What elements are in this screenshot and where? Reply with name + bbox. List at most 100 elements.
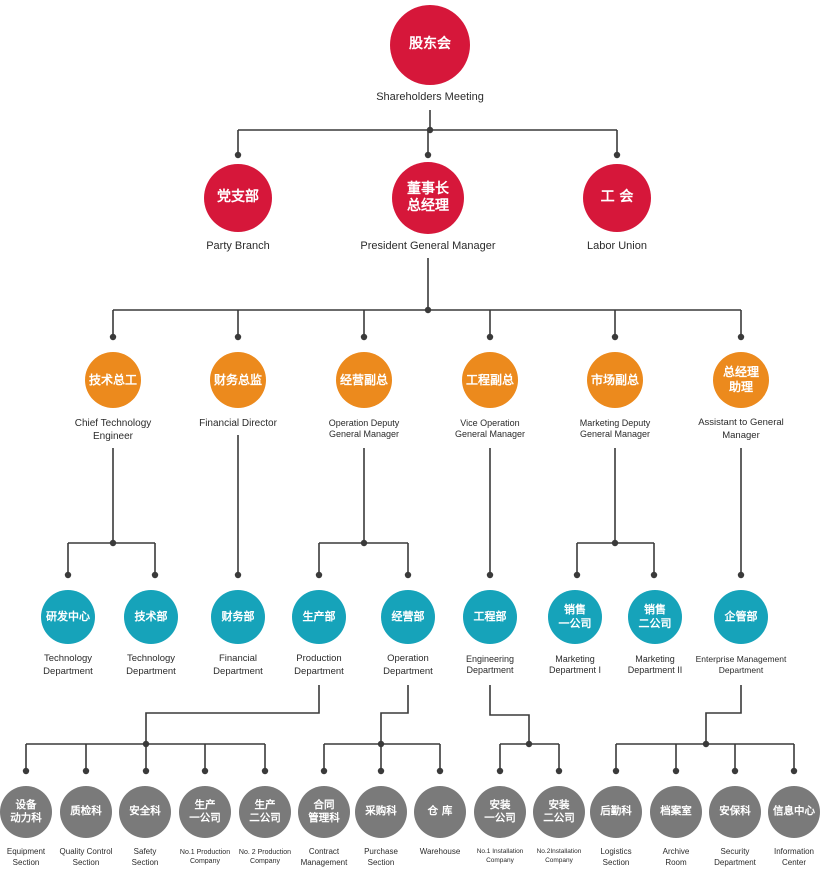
connector-dot — [377, 740, 385, 748]
node-enterprise-mgmt: 企管部 — [714, 590, 768, 644]
node-safety: 安全科 — [119, 786, 171, 838]
label-president: President General Manager — [360, 240, 496, 253]
node-contract: 合同 管理科 — [298, 786, 350, 838]
label-info-center: Information Center — [773, 847, 815, 867]
label-financial-director: Financial Director — [199, 418, 277, 429]
connector-dot — [486, 333, 494, 341]
connector-dot — [612, 767, 620, 775]
connector-dot — [496, 767, 504, 775]
connector-dot — [737, 571, 745, 579]
label-assistant-gm: Assistant to General Manager — [698, 417, 784, 441]
node-purchase: 采购科 — [355, 786, 407, 838]
label-party-branch: Party Branch — [206, 240, 270, 253]
node-production-dept: 生产部 — [292, 590, 346, 644]
node-rd-center: 研发中心 — [41, 590, 95, 644]
connector-dot — [109, 539, 117, 547]
label-purchase: Purchase Section — [364, 847, 398, 867]
connector-line — [489, 685, 530, 744]
node-quality: 质检科 — [60, 786, 112, 838]
connector-line — [145, 685, 320, 744]
connector-dot — [424, 151, 432, 159]
label-security: Security Department — [714, 847, 756, 867]
node-marketing-2: 销售 二公司 — [628, 590, 682, 644]
node-vice-operation: 工程副总 — [462, 352, 518, 408]
label-production-1: No.1 Production Company — [179, 848, 231, 865]
label-engineering-dept: Engineering Department — [465, 653, 515, 676]
label-vice-operation: Vice Operation General Manager — [454, 417, 526, 440]
connector-dot — [611, 539, 619, 547]
connector-dot — [525, 740, 533, 748]
connector-dot — [201, 767, 209, 775]
label-enterprise-mgmt: Enterprise Management Department — [695, 653, 787, 675]
connector-dot — [234, 151, 242, 159]
connector-dot — [404, 571, 412, 579]
connector-dot — [234, 333, 242, 341]
label-shareholders: Shareholders Meeting — [376, 91, 484, 104]
connector-dot — [109, 333, 117, 341]
connector-dot — [790, 767, 798, 775]
node-president: 董事长 总经理 — [392, 162, 464, 234]
connector-dot — [613, 151, 621, 159]
node-warehouse: 仓 库 — [414, 786, 466, 838]
node-install-2: 安装 二公司 — [533, 786, 585, 838]
label-archive: Archive Room — [662, 847, 690, 867]
node-install-1: 安装 一公司 — [474, 786, 526, 838]
node-operation-deputy: 经营副总 — [336, 352, 392, 408]
node-tech-dept: 技术部 — [124, 590, 178, 644]
connector-dot — [555, 767, 563, 775]
node-chief-tech: 技术总工 — [85, 352, 141, 408]
label-chief-tech: Chief Technology Engineer — [74, 418, 152, 442]
node-security: 安保科 — [709, 786, 761, 838]
label-install-2: No.2Installation Company — [536, 848, 582, 864]
label-warehouse: Warehouse — [419, 847, 461, 857]
node-logistics: 后勤科 — [590, 786, 642, 838]
node-marketing-deputy: 市场副总 — [587, 352, 643, 408]
connector-dot — [424, 306, 432, 314]
label-equipment: Equipment Section — [6, 847, 46, 867]
label-finance-dept: Financial Department — [213, 653, 263, 677]
connector-dot — [650, 571, 658, 579]
connector-dot — [702, 740, 710, 748]
node-engineering-dept: 工程部 — [463, 590, 517, 644]
connector-dot — [377, 767, 385, 775]
connector-dot — [151, 571, 159, 579]
node-equipment: 设备 动力科 — [0, 786, 52, 838]
connector-dot — [672, 767, 680, 775]
label-contract: Contract Management — [300, 847, 348, 867]
connector-dot — [82, 767, 90, 775]
node-finance-dept: 财务部 — [211, 590, 265, 644]
connector-dot — [360, 539, 368, 547]
connector-dot — [22, 767, 30, 775]
connector-dot — [486, 571, 494, 579]
label-marketing-2: Marketing Department II — [627, 653, 683, 676]
label-quality: Quality Control Section — [59, 847, 113, 867]
connector-line — [380, 685, 409, 744]
connector-dot — [261, 767, 269, 775]
connector-line — [705, 685, 742, 744]
label-marketing-deputy: Marketing Deputy General Manager — [579, 417, 651, 440]
label-production-dept: Production Department — [294, 653, 344, 677]
node-archive: 档案室 — [650, 786, 702, 838]
connector-dot — [234, 571, 242, 579]
label-production-2: No. 2 Production Company — [238, 848, 292, 865]
label-operation-dept: Operation Department — [383, 653, 433, 677]
label-rd-center: Technology Department — [43, 653, 93, 677]
connector-dot — [573, 571, 581, 579]
label-tech-dept: Technology Department — [126, 653, 176, 677]
connector-dot — [315, 571, 323, 579]
node-assistant-gm: 总经理 助理 — [713, 352, 769, 408]
node-production-2: 生产 二公司 — [239, 786, 291, 838]
label-safety: Safety Section — [131, 847, 159, 867]
node-production-1: 生产 一公司 — [179, 786, 231, 838]
connector-dot — [142, 767, 150, 775]
label-labor-union: Labor Union — [587, 240, 647, 253]
label-operation-deputy: Operation Deputy General Manager — [328, 417, 400, 440]
node-party-branch: 党支部 — [204, 164, 272, 232]
node-financial-director: 财务总监 — [210, 352, 266, 408]
label-marketing-1: Marketing Department I — [548, 653, 602, 676]
node-info-center: 信息中心 — [768, 786, 820, 838]
connector-dot — [64, 571, 72, 579]
connector-dot — [436, 767, 444, 775]
connector-dot — [320, 767, 328, 775]
